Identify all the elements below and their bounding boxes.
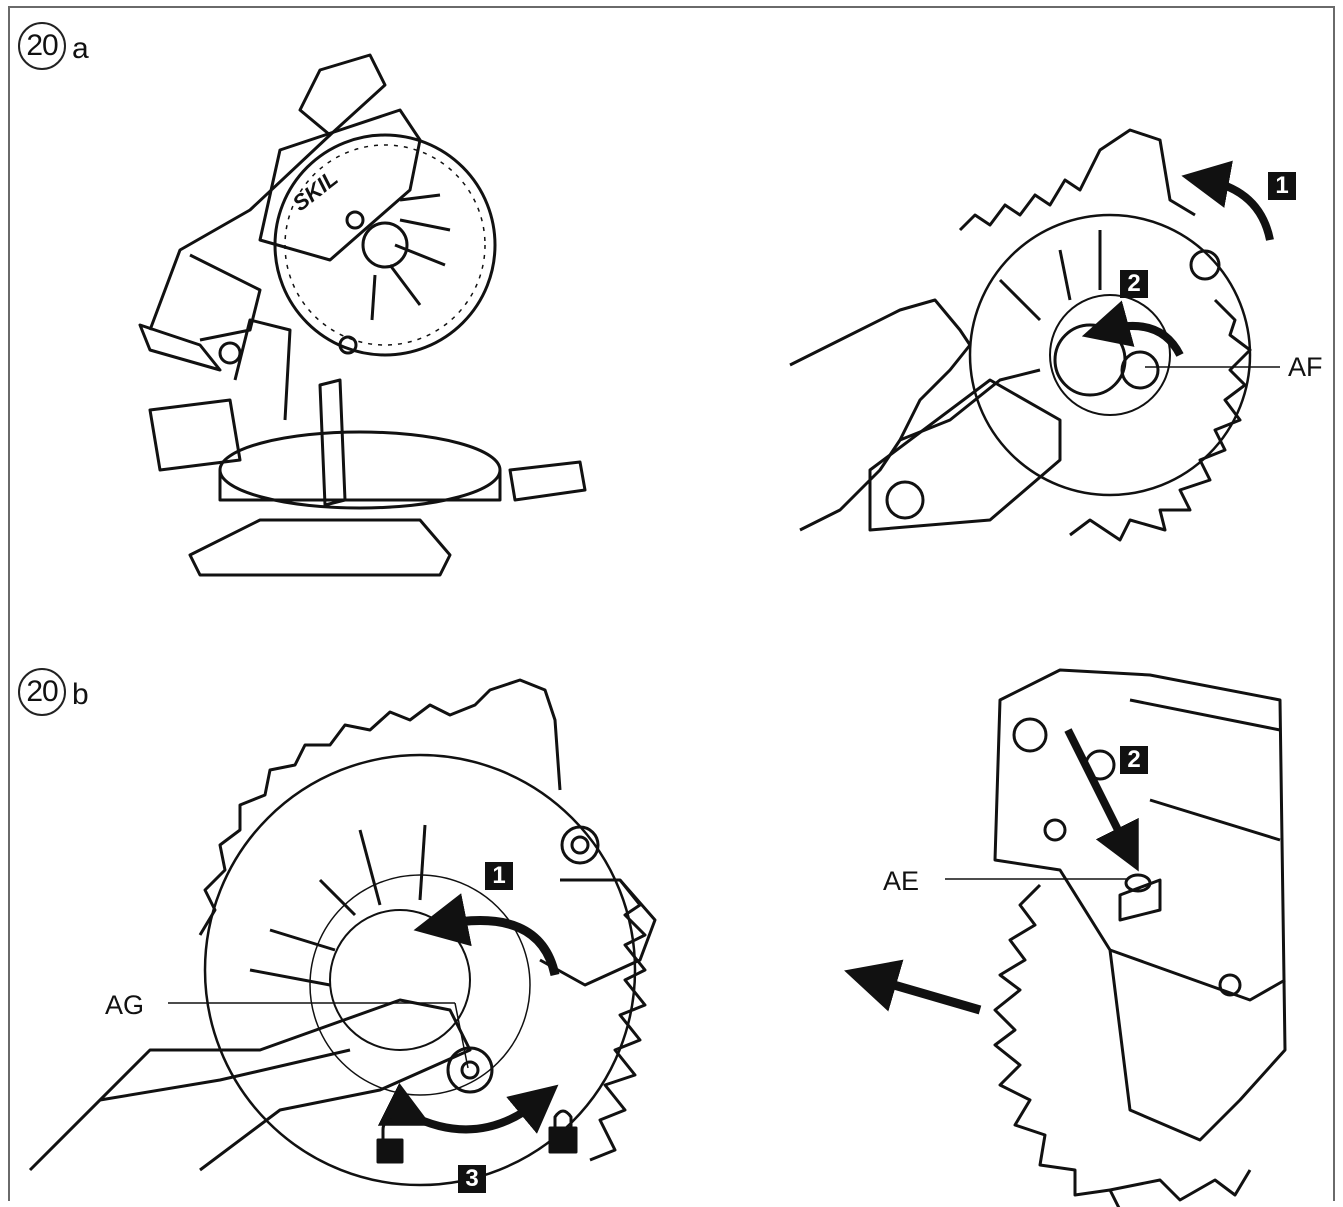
blade-removal-step-a-illustration (789, 128, 1280, 542)
step-3-marker: 3 (458, 1165, 486, 1193)
figure-a-number: 20 (18, 22, 66, 70)
step-1-marker: 1 (1268, 172, 1296, 200)
lock-open-icon (376, 1118, 404, 1164)
figure-frame (8, 6, 1335, 1201)
callout-ae: AE (883, 866, 920, 896)
figure-a-suffix: a (72, 32, 89, 65)
blade-removal-pull-out-illustration (844, 668, 1287, 1207)
figure-b-number: 20 (18, 668, 66, 716)
callout-ag: AG (105, 990, 145, 1020)
figure-b-label: 20 b (18, 668, 89, 716)
step-2-marker: 2 (1120, 270, 1148, 298)
figure-a-label: 20 a (18, 22, 89, 70)
callout-af: AF (1288, 352, 1323, 382)
lock-closed-icon (548, 1109, 578, 1154)
step-1-marker-b: 1 (485, 862, 513, 890)
figure-b-suffix: b (72, 678, 89, 711)
miter-saw-illustration (138, 53, 587, 577)
step-2-marker-b: 2 (1120, 746, 1148, 774)
blade-removal-step-b-illustration (28, 678, 657, 1187)
